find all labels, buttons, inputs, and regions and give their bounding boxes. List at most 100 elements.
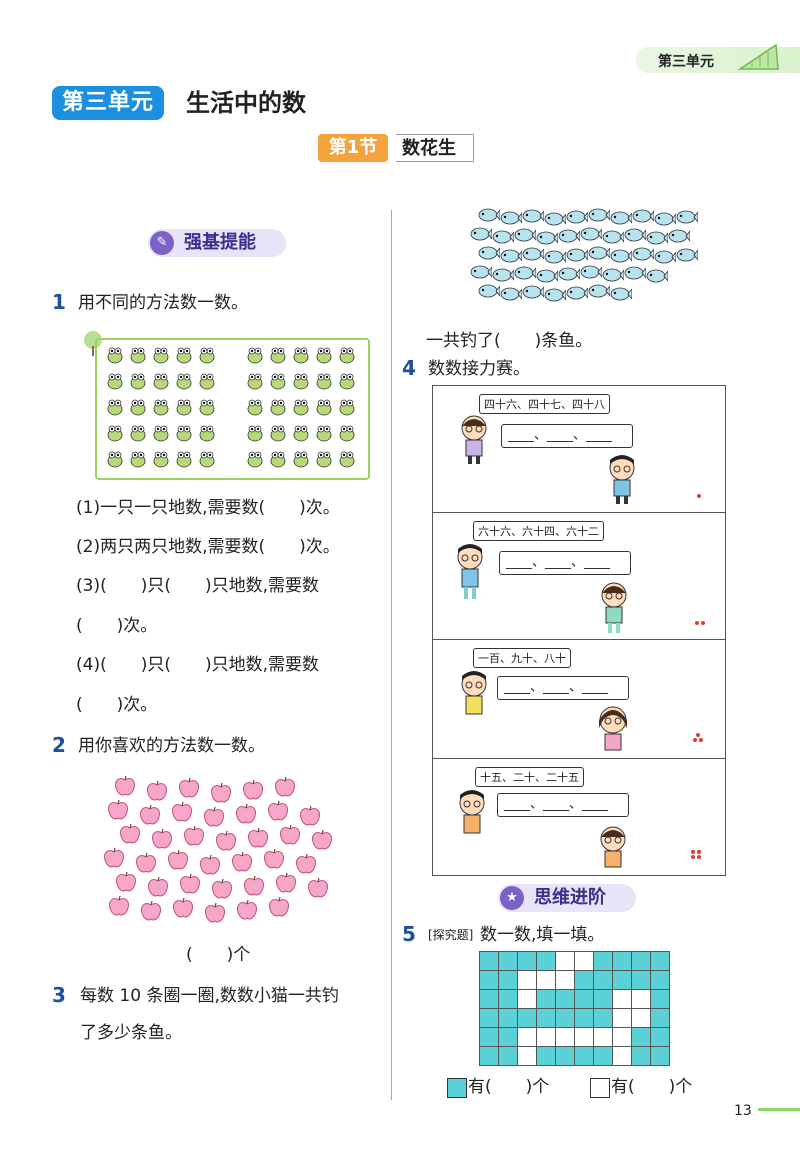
apple-icon xyxy=(231,851,253,873)
fish-icon xyxy=(522,246,545,261)
empty-square xyxy=(555,951,575,971)
q3-text-line2: 了多少条鱼。 xyxy=(80,1023,182,1043)
apple-icon xyxy=(139,804,161,826)
relay-answer-blank-2[interactable]: ____、____、____ xyxy=(499,551,631,575)
filled-square xyxy=(650,1046,670,1066)
fish-icon xyxy=(610,210,633,225)
boy-figure-icon xyxy=(609,455,635,504)
filled-square xyxy=(612,951,632,971)
filled-square xyxy=(517,1008,537,1028)
filled-square xyxy=(593,970,613,990)
apple-icon xyxy=(115,871,137,893)
fish-icon xyxy=(536,268,559,283)
fish-icon xyxy=(676,209,699,224)
frog-icon xyxy=(247,398,263,416)
frog-icon xyxy=(153,398,169,416)
unit-tab-label: 第三单元 xyxy=(658,54,714,70)
frog-icon xyxy=(130,424,146,442)
frog-icon xyxy=(107,372,123,390)
filled-square xyxy=(593,951,613,971)
q3-number: 3 xyxy=(52,983,66,1007)
apple-icon xyxy=(211,878,233,900)
frog-icon xyxy=(153,450,169,468)
fish-icon xyxy=(478,207,501,222)
q1-item-4b: ( )次。 xyxy=(76,695,158,715)
frog-icon xyxy=(293,346,309,364)
empty-square xyxy=(612,989,632,1009)
fish-icon xyxy=(478,245,501,260)
basic-skills-label: ✎ 强基提能 xyxy=(148,229,286,257)
difficulty-dot xyxy=(695,621,699,625)
grid-row xyxy=(479,1027,670,1047)
frog-icon xyxy=(153,424,169,442)
unit-badge: 第三单元 xyxy=(52,86,165,120)
relay-answer-blank-1[interactable]: ____、____、____ xyxy=(501,424,633,448)
fish-picture xyxy=(470,207,700,307)
fish-icon xyxy=(514,227,537,242)
fish-icon xyxy=(500,286,523,301)
filled-square xyxy=(650,1027,670,1047)
q3-answer: 一共钓了( )条鱼。 xyxy=(426,331,593,351)
relay-answer-blank-3[interactable]: ____、____、____ xyxy=(497,676,629,700)
apple-icon xyxy=(263,848,285,870)
frog-icon xyxy=(293,424,309,442)
apple-icon xyxy=(299,805,321,827)
empty-square xyxy=(517,970,537,990)
frog-icon xyxy=(270,450,286,468)
filled-square xyxy=(479,989,499,1009)
frog-icon xyxy=(153,372,169,390)
fish-icon xyxy=(588,245,611,260)
empty-square xyxy=(631,1008,651,1028)
fish-icon xyxy=(610,248,633,263)
frog-icon xyxy=(247,450,263,468)
fish-icon xyxy=(602,267,625,282)
difficulty-dot xyxy=(697,494,701,498)
fish-icon xyxy=(610,286,633,301)
apple-icon xyxy=(242,779,264,801)
tree-icon xyxy=(84,331,102,356)
fish-icon xyxy=(588,283,611,298)
relay-answer-blank-4[interactable]: ____、____、____ xyxy=(497,793,629,817)
empty-count-label: 有( )个 xyxy=(611,1077,693,1097)
relay-panel-4: 十五、二十、二十五 ____、____、____ xyxy=(432,758,726,876)
apple-icon xyxy=(267,800,289,822)
frog-icon xyxy=(339,424,355,442)
apple-icon xyxy=(204,902,226,924)
filled-square xyxy=(536,1046,556,1066)
filled-count-label: 有( )个 xyxy=(468,1077,550,1097)
girl-figure-icon xyxy=(461,415,487,464)
apple-icon xyxy=(171,801,193,823)
apple-icon xyxy=(114,775,136,797)
empty-square xyxy=(555,970,575,990)
fish-icon xyxy=(522,284,545,299)
frog-icon xyxy=(316,398,332,416)
ruler-icon xyxy=(737,43,779,70)
fish-icon xyxy=(646,230,669,245)
relay-panel-3: 一百、九十、八十 ____、____、____ xyxy=(432,639,726,759)
grid-row xyxy=(479,951,670,971)
apple-picture xyxy=(100,775,360,925)
fish-icon xyxy=(566,285,589,300)
relay-prompt-2: 六十六、六十四、六十二 xyxy=(473,521,604,541)
difficulty-dot xyxy=(693,738,697,742)
q3-text-line1: 每数 10 条圈一圈,数数小猫一共钓 xyxy=(80,986,339,1006)
apple-icon xyxy=(279,824,301,846)
filled-square xyxy=(536,1008,556,1028)
fish-icon xyxy=(536,230,559,245)
apple-icon xyxy=(151,828,173,850)
grid-row xyxy=(479,970,670,990)
filled-square xyxy=(593,989,613,1009)
empty-square-swatch xyxy=(590,1078,610,1098)
frog-icon xyxy=(339,398,355,416)
q2-number: 2 xyxy=(52,733,66,757)
apple-icon xyxy=(119,823,141,845)
apple-icon xyxy=(108,895,130,917)
fish-icon xyxy=(668,228,691,243)
frog-icon xyxy=(199,398,215,416)
frog-icon xyxy=(270,372,286,390)
fish-icon xyxy=(500,210,523,225)
filled-square xyxy=(574,989,594,1009)
frog-icon xyxy=(293,450,309,468)
apple-icon xyxy=(311,829,333,851)
empty-square xyxy=(612,1046,632,1066)
